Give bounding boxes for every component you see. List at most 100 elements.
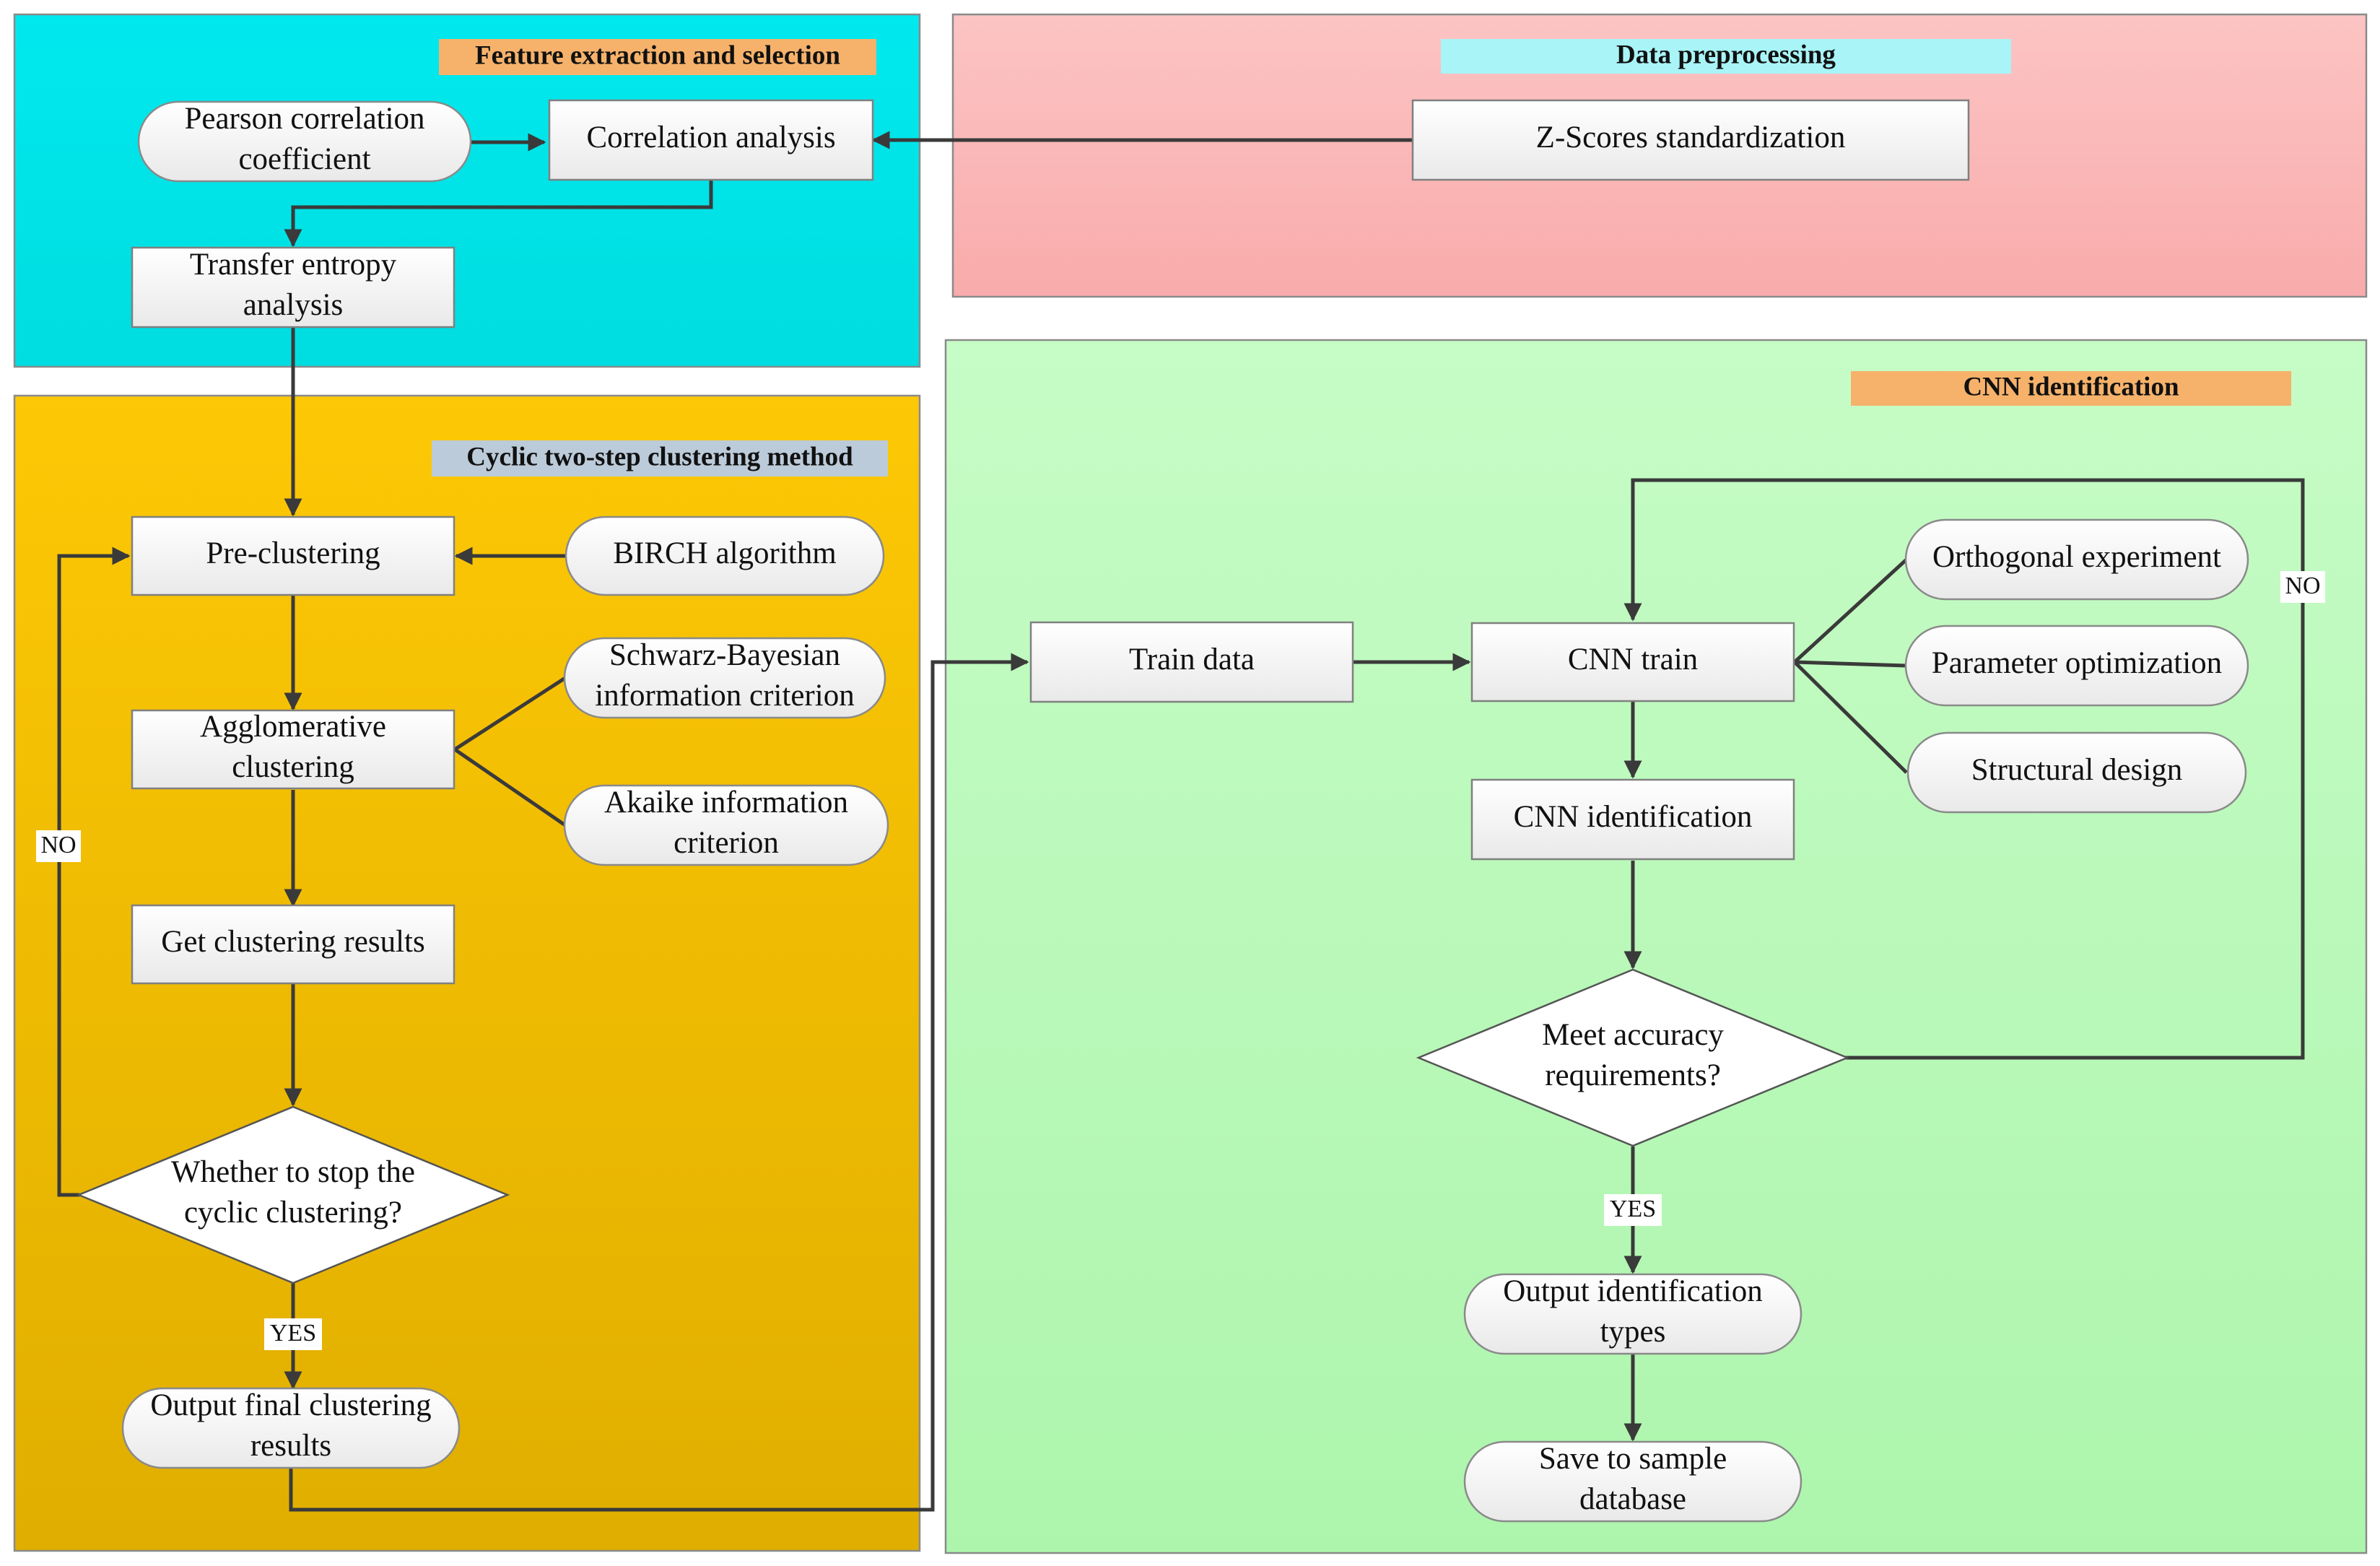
node-output-types-label: types [1600, 1315, 1666, 1349]
edge-cnntrain-to-structural [1793, 661, 1908, 774]
node-precluster-label: Pre-clustering [206, 536, 380, 570]
node-aic: Akaike information criterion [563, 784, 889, 866]
node-structural-shape [1906, 731, 2247, 814]
panel-feature-label: Feature extraction and selection [475, 40, 840, 70]
node-output-types: Output identification types [1463, 1273, 1803, 1355]
node-correlation: Correlation analysis [548, 99, 874, 181]
node-meet-label: Meet accuracy [1542, 1018, 1724, 1052]
node-whether: Whether to stop the cyclic clustering? [76, 1105, 510, 1284]
node-cnn-train-shape [1470, 622, 1795, 702]
node-output-types-shape [1463, 1273, 1803, 1355]
node-output-types-label: Output identification [1503, 1274, 1762, 1308]
node-agglo-shape [131, 709, 455, 790]
edge-label-cluster-yes: YES [264, 1318, 322, 1350]
node-cnn-ident: CNN identification [1470, 778, 1795, 861]
node-getresults-label: Get clustering results [161, 925, 424, 959]
panel-preprocess-label-bg [1441, 39, 2011, 74]
node-param-opt: Parameter optimization [1904, 625, 2249, 707]
node-sbic-shape [563, 637, 886, 719]
panel-feature-label-bg [439, 39, 876, 75]
node-param-opt-shape [1904, 625, 2249, 707]
node-meet: Meet accuracy requirements? [1416, 968, 1850, 1147]
node-precluster-shape [131, 516, 455, 596]
node-transfer-label: analysis [243, 288, 344, 322]
node-correlation-shape [548, 99, 874, 181]
node-agglo-label: clustering [232, 750, 354, 784]
node-param-opt-label: Parameter optimization [1932, 646, 2222, 680]
node-orthogonal-label: Orthogonal experiment [1932, 540, 2221, 574]
node-aic-label: Akaike information [604, 786, 848, 819]
node-meet-label: requirements? [1545, 1058, 1721, 1092]
cnn-yes-label: YES [1610, 1196, 1656, 1222]
node-whether-shape [76, 1105, 510, 1284]
node-save-shape [1463, 1440, 1803, 1523]
node-cnn-ident-label: CNN identification [1514, 800, 1753, 834]
node-pearson: Pearson correlation coefficient [137, 100, 472, 183]
node-pearson-label: coefficient [238, 142, 370, 176]
edge-whether-no-loop [57, 547, 131, 1197]
edge-label-cnn-yes: YES [1604, 1194, 1662, 1226]
node-whether-label: Whether to stop the [171, 1155, 415, 1189]
node-train-data-shape [1029, 621, 1354, 703]
node-save: Save to sample database [1463, 1440, 1803, 1523]
node-aic-label: criterion [674, 826, 779, 860]
edge-cnntrain-to-orthogonal [1793, 558, 1908, 664]
node-pearson-shape [137, 100, 472, 183]
node-transfer: Transfer entropy analysis [131, 246, 455, 329]
node-transfer-shape [131, 246, 455, 329]
node-structural: Structural design [1906, 731, 2247, 814]
node-zscore-label: Z-Scores standardization [1536, 121, 1846, 155]
cnn-no-label: NO [2285, 573, 2320, 599]
node-getresults: Get clustering results [131, 904, 455, 985]
edge-output-to-traindata [289, 653, 1029, 1512]
node-agglo-label: Agglomerative [200, 710, 386, 744]
node-output-final: Output final clustering results [121, 1387, 461, 1469]
panel-cnn-label: CNN identification [1963, 372, 2179, 401]
edge-label-cluster-no: NO [36, 830, 81, 862]
node-birch-label: BIRCH algorithm [613, 536, 836, 570]
cluster-no-label: NO [40, 832, 76, 858]
node-save-label: Save to sample [1539, 1442, 1727, 1476]
node-output-final-shape [121, 1387, 461, 1469]
node-output-final-label: Output final clustering [150, 1388, 431, 1422]
node-aic-shape [563, 784, 889, 866]
node-correlation-label: Correlation analysis [586, 121, 835, 155]
node-agglo: Agglomerative clustering [131, 709, 455, 790]
node-output-final-label: results [250, 1429, 331, 1463]
node-transfer-label: Transfer entropy [190, 248, 397, 282]
edge-meet-no-loop [1623, 478, 2305, 1060]
edge-cnntrain-to-paramopt [1794, 660, 1907, 668]
node-structural-label: Structural design [1971, 753, 2183, 787]
node-train-data-label: Train data [1129, 643, 1255, 677]
node-cnn-train-label: CNN train [1568, 643, 1698, 677]
node-zscore-shape [1411, 99, 1970, 181]
node-orthogonal-shape [1904, 518, 2249, 601]
cluster-yes-label: YES [270, 1320, 316, 1347]
node-zscore: Z-Scores standardization [1411, 99, 1970, 181]
edge-agglo-to-sbic [453, 676, 567, 752]
edges [57, 131, 2305, 1512]
node-meet-shape [1416, 968, 1850, 1147]
node-whether-label: cyclic clustering? [184, 1196, 402, 1230]
node-sbic-label: Schwarz-Bayesian [609, 638, 840, 672]
node-cnn-train: CNN train [1470, 622, 1795, 702]
node-getresults-shape [131, 904, 455, 985]
node-sbic-label: information criterion [595, 679, 854, 713]
panel-preprocess-label: Data preprocessing [1616, 40, 1836, 69]
edge-agglo-to-aic [453, 747, 567, 827]
node-sbic: Schwarz-Bayesian information criterion [563, 637, 886, 719]
node-save-label: database [1579, 1482, 1686, 1516]
edge-label-cnn-no: NO [2280, 571, 2325, 603]
node-train-data: Train data [1029, 621, 1354, 703]
nodes: Pearson correlation coefficient Correlatio… [76, 99, 2249, 1523]
panel-cluster-label: Cyclic two-step clustering method [466, 442, 853, 471]
node-orthogonal: Orthogonal experiment [1904, 518, 2249, 601]
node-birch: BIRCH algorithm [565, 516, 885, 596]
node-precluster: Pre-clustering [131, 516, 455, 596]
edge-correlation-to-transfer [284, 180, 713, 248]
node-cnn-ident-shape [1470, 778, 1795, 861]
panel-cluster-label-bg [432, 440, 888, 477]
node-birch-shape [565, 516, 885, 596]
node-pearson-label: Pearson correlation [184, 102, 424, 136]
